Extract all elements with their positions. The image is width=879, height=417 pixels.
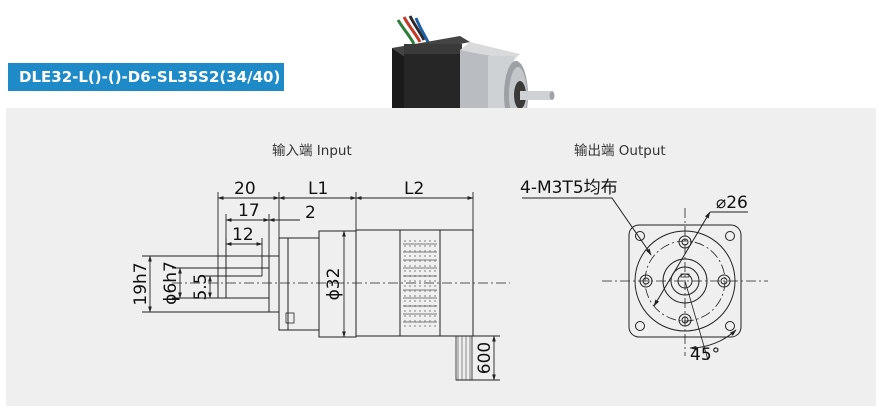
- dim-19h7: 19h7: [131, 262, 151, 305]
- model-label: DLE32-L()-()-D6-SL35S2(34/40): [8, 63, 284, 91]
- dim-12: 12: [232, 225, 254, 245]
- input-view-title: 输入端 Input: [272, 143, 352, 159]
- dim-5-5: 5.5: [191, 273, 211, 300]
- dim-2: 2: [305, 203, 316, 223]
- dim-17: 17: [238, 201, 260, 221]
- dim-phi6h7: ϕ6h7: [161, 261, 181, 305]
- dim-l1: L1: [308, 179, 328, 199]
- motor-body: [355, 229, 474, 337]
- output-view-title: 输出端 Output: [574, 143, 666, 159]
- dim-20: 20: [234, 179, 256, 199]
- dim-phi26: ⌀26: [716, 193, 748, 213]
- dim-600: 600: [475, 342, 495, 374]
- dim-l2: L2: [404, 179, 424, 199]
- dim-45deg: 45°: [690, 345, 720, 365]
- dim-holes: 4-M3T5均布: [520, 178, 618, 198]
- dim-phi32: ϕ32: [324, 268, 344, 301]
